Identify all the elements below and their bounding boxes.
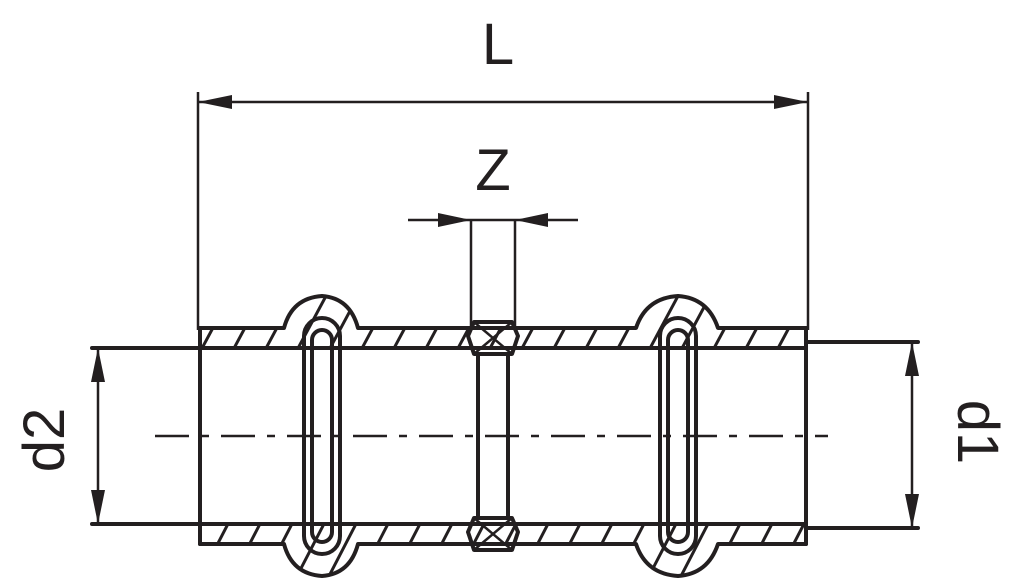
pipe-right — [804, 340, 920, 530]
label-length: L — [482, 12, 514, 77]
dimension-diameter-left: d2 — [12, 348, 105, 524]
dimension-insertion-gap: Z — [408, 138, 578, 326]
dimension-diameter-right: d1 — [905, 342, 1010, 528]
label-diameter-left: d2 — [12, 408, 77, 473]
arrowhead-left — [198, 95, 232, 109]
arrowhead-z-left — [438, 213, 471, 227]
arrowhead-right — [774, 95, 808, 109]
arrowhead-z-right — [515, 213, 548, 227]
label-diameter-right: d1 — [945, 400, 1010, 465]
pipe-left — [90, 346, 202, 526]
label-insertion-gap: Z — [475, 138, 510, 203]
dimension-length: L — [196, 12, 810, 330]
